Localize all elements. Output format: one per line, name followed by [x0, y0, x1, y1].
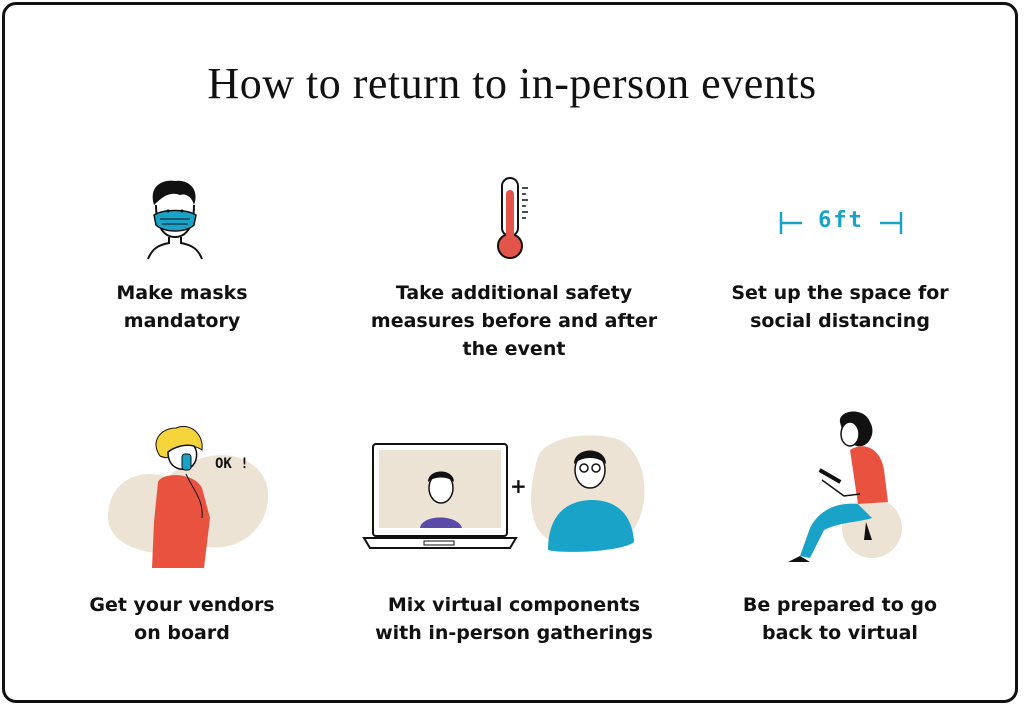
- caption-line: Get your vendors: [89, 594, 275, 616]
- masked-person-icon: [147, 180, 203, 260]
- step-caption-vendors: Get your vendors on board: [32, 591, 332, 647]
- step-caption-virtual: Be prepared to go back to virtual: [690, 591, 990, 647]
- caption-line: with in-person gatherings: [375, 622, 653, 644]
- caption-line: mandatory: [123, 310, 241, 332]
- thermometer-icon: [497, 177, 528, 259]
- caption-line: Take additional safety: [395, 282, 633, 304]
- page-title: How to return to in-person events: [207, 59, 817, 108]
- caption-line: Set up the space for: [731, 282, 949, 304]
- distance-label: 6ft: [818, 208, 864, 233]
- phone-call-person-icon: OK !: [98, 422, 273, 572]
- plus-sign: +: [510, 474, 527, 498]
- distance-6ft-icon: 6ft: [778, 208, 904, 238]
- step-caption-masks: Make masks mandatory: [32, 279, 332, 335]
- step-caption-hybrid: Mix virtual components with in-person ga…: [364, 591, 664, 647]
- caption-line: back to virtual: [762, 622, 918, 644]
- caption-line: Mix virtual components: [387, 594, 641, 616]
- caption-line: Be prepared to go: [742, 594, 938, 616]
- laptop-plus-person-icon: +: [362, 430, 652, 555]
- person-with-laptop-icon: [788, 411, 902, 562]
- caption-line: the event: [462, 338, 566, 360]
- step-caption-distancing: Set up the space for social distancing: [690, 279, 990, 335]
- caption-line: measures before and after: [370, 310, 658, 332]
- ok-speech-text: OK !: [215, 456, 249, 472]
- step-caption-safety: Take additional safety measures before a…: [364, 279, 664, 363]
- caption-line: Make masks: [116, 282, 248, 304]
- caption-line: social distancing: [750, 310, 930, 332]
- caption-line: on board: [134, 622, 230, 644]
